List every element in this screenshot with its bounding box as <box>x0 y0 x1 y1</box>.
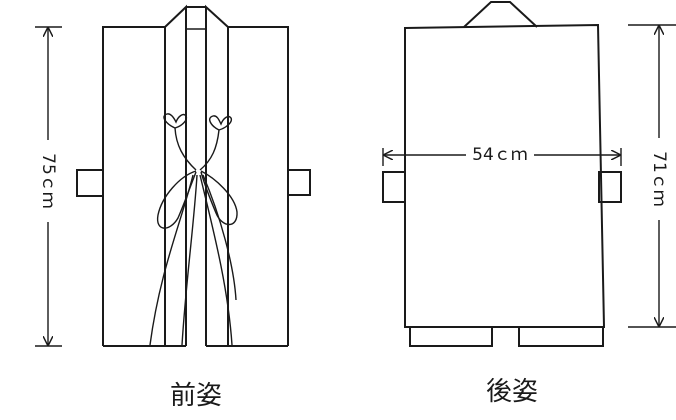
back-view: 54ｃｍ 71ｃｍ 後姿 <box>382 0 676 407</box>
front-caption: 前姿 <box>170 381 222 411</box>
front-tie-cords <box>149 113 238 346</box>
front-body-right-edge <box>228 26 289 346</box>
back-width-label: 54ｃｍ <box>472 145 528 165</box>
back-body <box>404 23 606 328</box>
front-right-sleeve-tab <box>287 169 311 196</box>
back-height-label: 71ｃｍ <box>649 151 669 207</box>
front-height-label: 75ｃｍ <box>38 153 58 209</box>
back-height-dimension: 71ｃｍ <box>628 24 676 328</box>
back-left-sleeve-tab <box>382 171 406 203</box>
back-caption: 後姿 <box>486 377 538 407</box>
front-height-dimension: 75ｃｍ <box>35 26 62 347</box>
back-right-sleeve-tab <box>598 171 622 203</box>
back-bottom-right-tab <box>518 326 604 347</box>
front-left-sleeve-tab <box>76 169 104 197</box>
front-body-left-edge <box>102 26 165 346</box>
back-collar <box>463 0 538 28</box>
back-bottom-left-tab <box>409 326 493 347</box>
back-width-dimension: 54ｃｍ <box>382 144 622 166</box>
front-view: 75ｃｍ 前姿 <box>35 4 311 411</box>
